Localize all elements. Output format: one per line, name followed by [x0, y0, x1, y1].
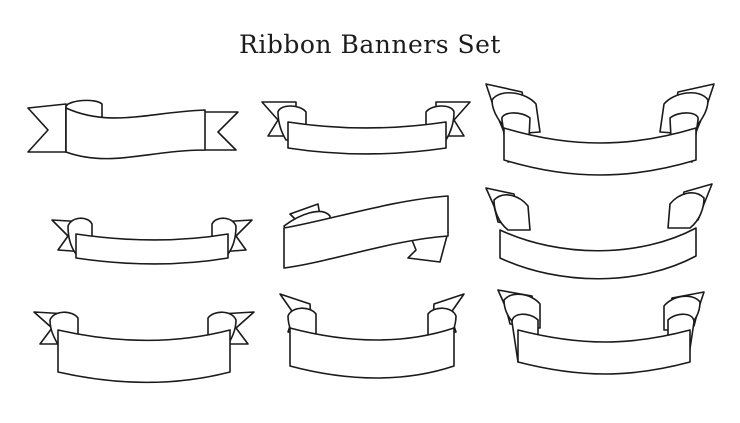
ribbon-banner-scroll-double-fold-low: [497, 289, 705, 375]
ribbon-banner-scroll-double-fold: [485, 83, 715, 176]
ribbon-banner-scroll-flat: [261, 101, 471, 155]
ribbon-banner-scroll-arched: [33, 311, 255, 384]
ribbon-banner-scroll-small: [51, 217, 253, 265]
page-title: Ribbon Banners Set: [239, 30, 501, 59]
ribbon-banner-diagonal-twist: [283, 195, 449, 269]
ribbon-banner-scroll-arched-tall: [279, 293, 465, 379]
ribbon-banner-swallowtail-wave: [27, 99, 239, 160]
ribbon-banner-scroll-arched-fold: [485, 183, 713, 280]
